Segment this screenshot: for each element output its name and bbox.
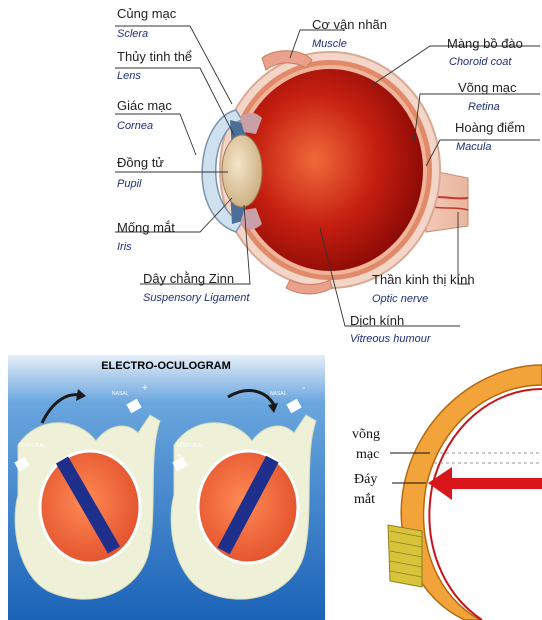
label-cornea-vn: Giác mạc	[117, 98, 172, 113]
fundus-arrow-shaft	[446, 478, 542, 489]
nasal-label-right: NASAL	[270, 391, 287, 397]
plus-sign-left: +	[142, 383, 148, 394]
label-vitreous-en: Vitreous humour	[350, 333, 431, 345]
label-vitreous-vn: Dịch kính	[350, 313, 404, 328]
temporal-label-left: TEMPORAL	[18, 443, 46, 449]
label-retina-vn: Võng mạc	[458, 80, 517, 95]
label-retina-en: Retina	[468, 101, 500, 113]
label-choroid-en: Choroid coat	[449, 56, 511, 68]
label-macula-vn: Hoàng điểm	[455, 120, 525, 135]
label-muscle-vn: Cơ vận nhãn	[312, 17, 387, 32]
eye-cross-section	[0, 0, 542, 345]
label-lens-vn: Thủy tinh thể	[117, 49, 192, 64]
retina-label-line1: võng	[352, 427, 380, 443]
retina-label-line2: mạc	[356, 447, 379, 463]
minus-sign-right: -	[302, 383, 305, 394]
lens	[222, 135, 262, 207]
label-sclera-vn: Củng mạc	[117, 6, 176, 21]
vitreous-body	[237, 69, 423, 271]
label-iris-en: Iris	[117, 241, 132, 253]
eog-illustration: ELECTRO-OCULOGRAM TEMPORAL NASAL - + TEM…	[8, 355, 325, 620]
temporal-label-right: TEMPORAL	[176, 443, 204, 449]
label-choroid-vn: Màng bồ đào	[447, 36, 523, 51]
label-sclera-en: Sclera	[117, 28, 148, 40]
eye-anatomy-diagram: Củng mạc Sclera Thủy tinh thể Lens Giác …	[0, 0, 542, 345]
minus-sign-left: -	[18, 451, 21, 462]
fundus-label-line1: Đáy	[354, 472, 377, 488]
label-pupil-vn: Đồng tử	[117, 155, 164, 170]
eog-title: ELECTRO-OCULOGRAM	[101, 360, 231, 372]
label-muscle-en: Muscle	[312, 38, 347, 50]
label-pupil-en: Pupil	[117, 178, 141, 190]
fundus-diagram: võng mạc Đáy mắt	[330, 355, 542, 620]
label-zinn-vn: Dây chằng Zinn	[143, 271, 234, 286]
nasal-label-left: NASAL	[112, 391, 129, 397]
label-macula-en: Macula	[456, 141, 491, 153]
label-optic-vn: Thần kinh thị kính	[372, 272, 475, 287]
fundus-label-line2: mắt	[354, 492, 375, 508]
label-iris-vn: Mống mắt	[117, 220, 175, 235]
plus-sign-right: +	[176, 451, 182, 462]
label-cornea-en: Cornea	[117, 120, 153, 132]
electro-oculogram-panel: ELECTRO-OCULOGRAM TEMPORAL NASAL - + TEM…	[8, 355, 325, 620]
label-zinn-en: Suspensory Ligament	[143, 292, 249, 304]
label-optic-en: Optic nerve	[372, 293, 428, 305]
label-lens-en: Lens	[117, 70, 141, 82]
